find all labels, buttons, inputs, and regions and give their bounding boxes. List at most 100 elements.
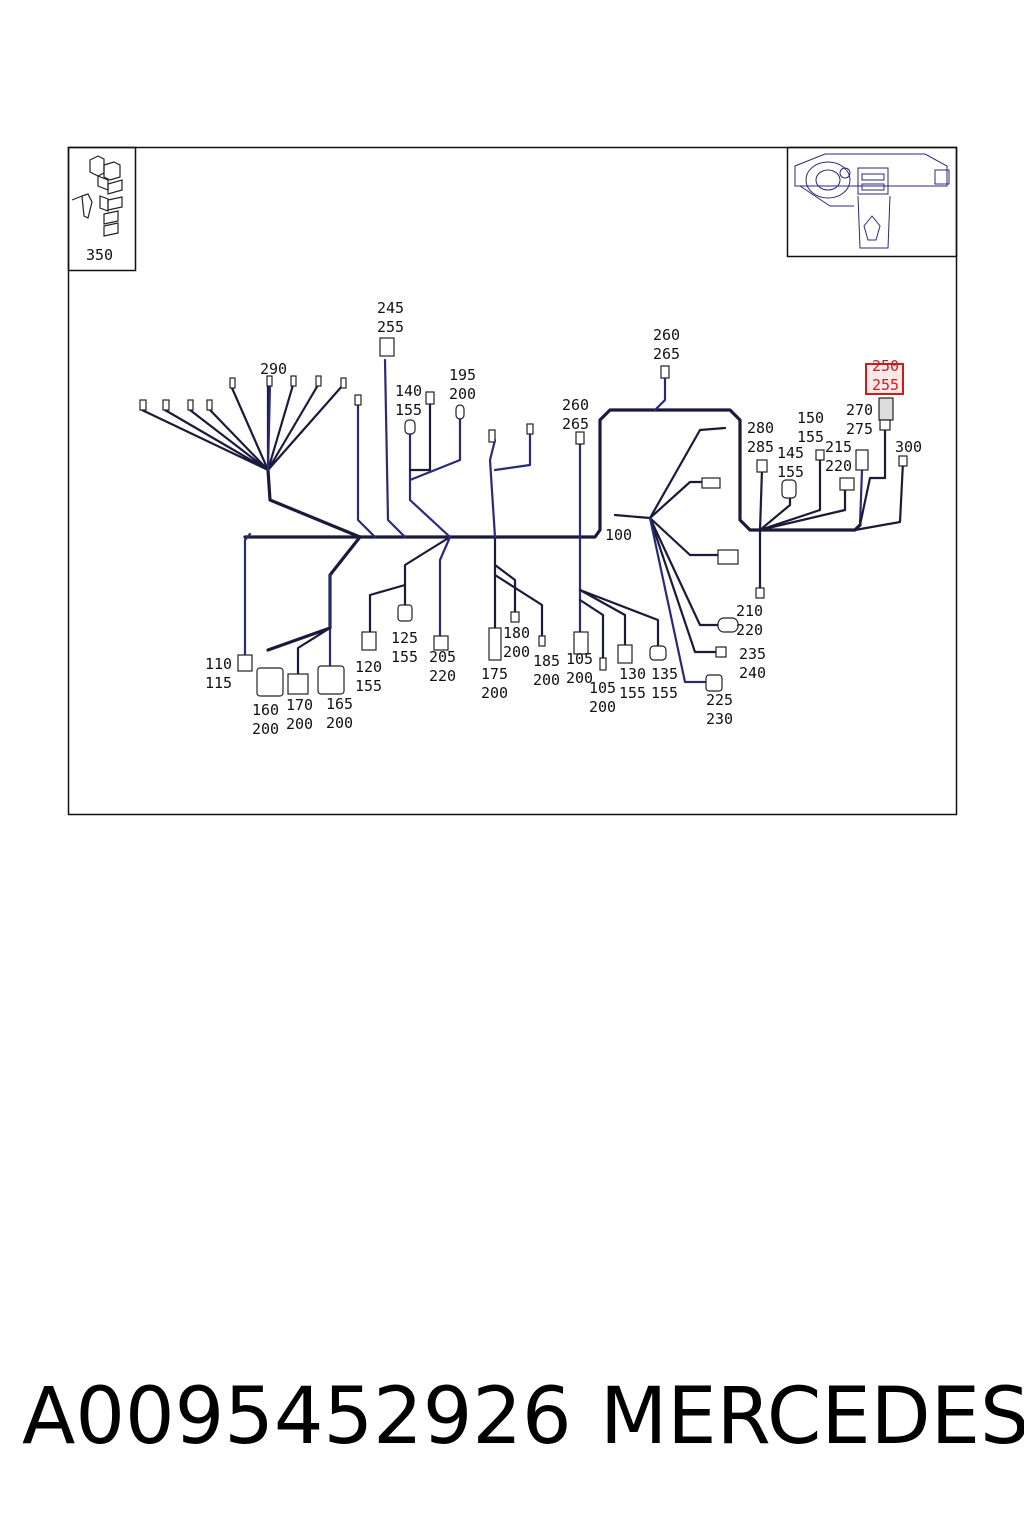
connector-185 — [538, 635, 546, 647]
callout-bottom: 155 — [619, 684, 646, 702]
callout-top: 165 — [326, 695, 353, 713]
callout-bottom: 155 — [355, 677, 382, 695]
connector-225 — [705, 674, 723, 692]
callout-bottom: 200 — [566, 669, 593, 687]
connector-260-right — [660, 365, 670, 379]
connector-105 — [573, 631, 589, 655]
callout-bottom: 200 — [326, 714, 353, 732]
connector-205 — [433, 635, 449, 651]
callout-labels: 245 255 290 140 155 195 200 260 265 260 … — [205, 299, 922, 738]
connector-145 — [781, 479, 797, 499]
callout-top: 180 — [503, 624, 530, 642]
callout-bottom: 230 — [706, 710, 733, 728]
callout-top: 150 — [797, 409, 824, 427]
connector-top-left-3 — [187, 399, 194, 411]
connector-215 — [839, 477, 855, 491]
connector-180 — [510, 611, 520, 623]
callout-bottom: 275 — [846, 420, 873, 438]
callout-bottom: 155 — [651, 684, 678, 702]
callout-top: 235 — [739, 645, 766, 663]
connector-300 — [898, 455, 908, 467]
callout-bottom: 200 — [503, 643, 530, 661]
connector-358 — [354, 394, 362, 406]
callout-top: 160 — [252, 701, 279, 719]
inset-box-left — [67, 146, 137, 272]
callout-top-highlighted: 250 — [872, 357, 899, 375]
connector-250 — [878, 397, 894, 421]
callout-bottom: 220 — [429, 667, 456, 685]
callout-bottom: 200 — [589, 698, 616, 716]
callout-top: 270 — [846, 401, 873, 419]
connector-135 — [649, 645, 667, 661]
callout-bottom: 200 — [286, 715, 313, 733]
callout-top: 140 — [395, 382, 422, 400]
callout-top: 110 — [205, 655, 232, 673]
connector-top-left-4 — [206, 399, 213, 411]
footer: A0095452926 MERCEDES — [22, 1372, 1024, 1468]
connector-530 — [526, 423, 534, 435]
connector-210 — [717, 617, 739, 633]
connector-125 — [397, 604, 413, 622]
connector-top-left-2 — [162, 399, 170, 411]
callout-top: 205 — [429, 648, 456, 666]
callout-bottom: 200 — [481, 684, 508, 702]
connector-105-b — [599, 657, 607, 671]
connector-155-top — [425, 391, 435, 405]
highlight-box — [865, 363, 904, 395]
connector-290-4 — [315, 375, 322, 387]
callout-top: 300 — [895, 438, 922, 456]
callout-bottom: 155 — [797, 428, 824, 446]
callout-bottom: 200 — [449, 385, 476, 403]
callout-bottom: 265 — [562, 415, 589, 433]
callout-top: 185 — [533, 652, 560, 670]
diagram-border — [67, 146, 958, 816]
callout-top: 130 — [619, 665, 646, 683]
callout-bottom: 285 — [747, 438, 774, 456]
inset-label: 350 — [86, 246, 113, 264]
callout-top: 145 — [777, 444, 804, 462]
callout-bottom: 115 — [205, 674, 232, 692]
callout-bottom: 240 — [739, 664, 766, 682]
callout-bottom: 265 — [653, 345, 680, 363]
inset-box-right — [786, 146, 958, 258]
connector-110 — [237, 654, 253, 672]
connector-490 — [488, 429, 496, 443]
brand-name: MERCEDES — [600, 1372, 1024, 1462]
connector-195 — [455, 404, 465, 420]
connector-130 — [617, 644, 633, 664]
connector-290-5 — [340, 377, 347, 389]
connector-top-left-1 — [139, 399, 147, 411]
connector-150 — [815, 449, 825, 461]
callout-bottom: 155 — [391, 648, 418, 666]
callout-bottom: 255 — [377, 318, 404, 336]
connector-280 — [756, 459, 768, 473]
connector-290-3 — [290, 375, 297, 387]
connector-bottom-right-lead — [755, 587, 765, 599]
callout-top: 175 — [481, 665, 508, 683]
connector-170 — [287, 673, 309, 695]
callout-top: 170 — [286, 696, 313, 714]
callout-bottom: 200 — [533, 671, 560, 689]
connector-245 — [379, 337, 395, 357]
callout-bottom-highlighted: 255 — [872, 376, 899, 394]
connector-mid-right — [717, 549, 739, 565]
callout-top: 105 — [566, 650, 593, 668]
connector-290-1 — [229, 377, 236, 389]
callout-bottom: 155 — [395, 401, 422, 419]
callout-top: 120 — [355, 658, 382, 676]
connector-120 — [361, 631, 377, 651]
connector-140 — [404, 419, 416, 435]
callout-bottom: 200 — [252, 720, 279, 738]
connector-175 — [488, 627, 502, 661]
dashboard-icon — [794, 153, 950, 249]
connector-160 — [256, 667, 284, 697]
connector-260-left — [575, 431, 585, 445]
connectors — [139, 337, 908, 697]
callout-top: 245 — [377, 299, 404, 317]
connector-right-mid — [855, 449, 869, 471]
callout-top: 105 — [589, 679, 616, 697]
callout-top: 125 — [391, 629, 418, 647]
connector-upper-right — [701, 477, 721, 489]
connector-165 — [317, 665, 345, 695]
